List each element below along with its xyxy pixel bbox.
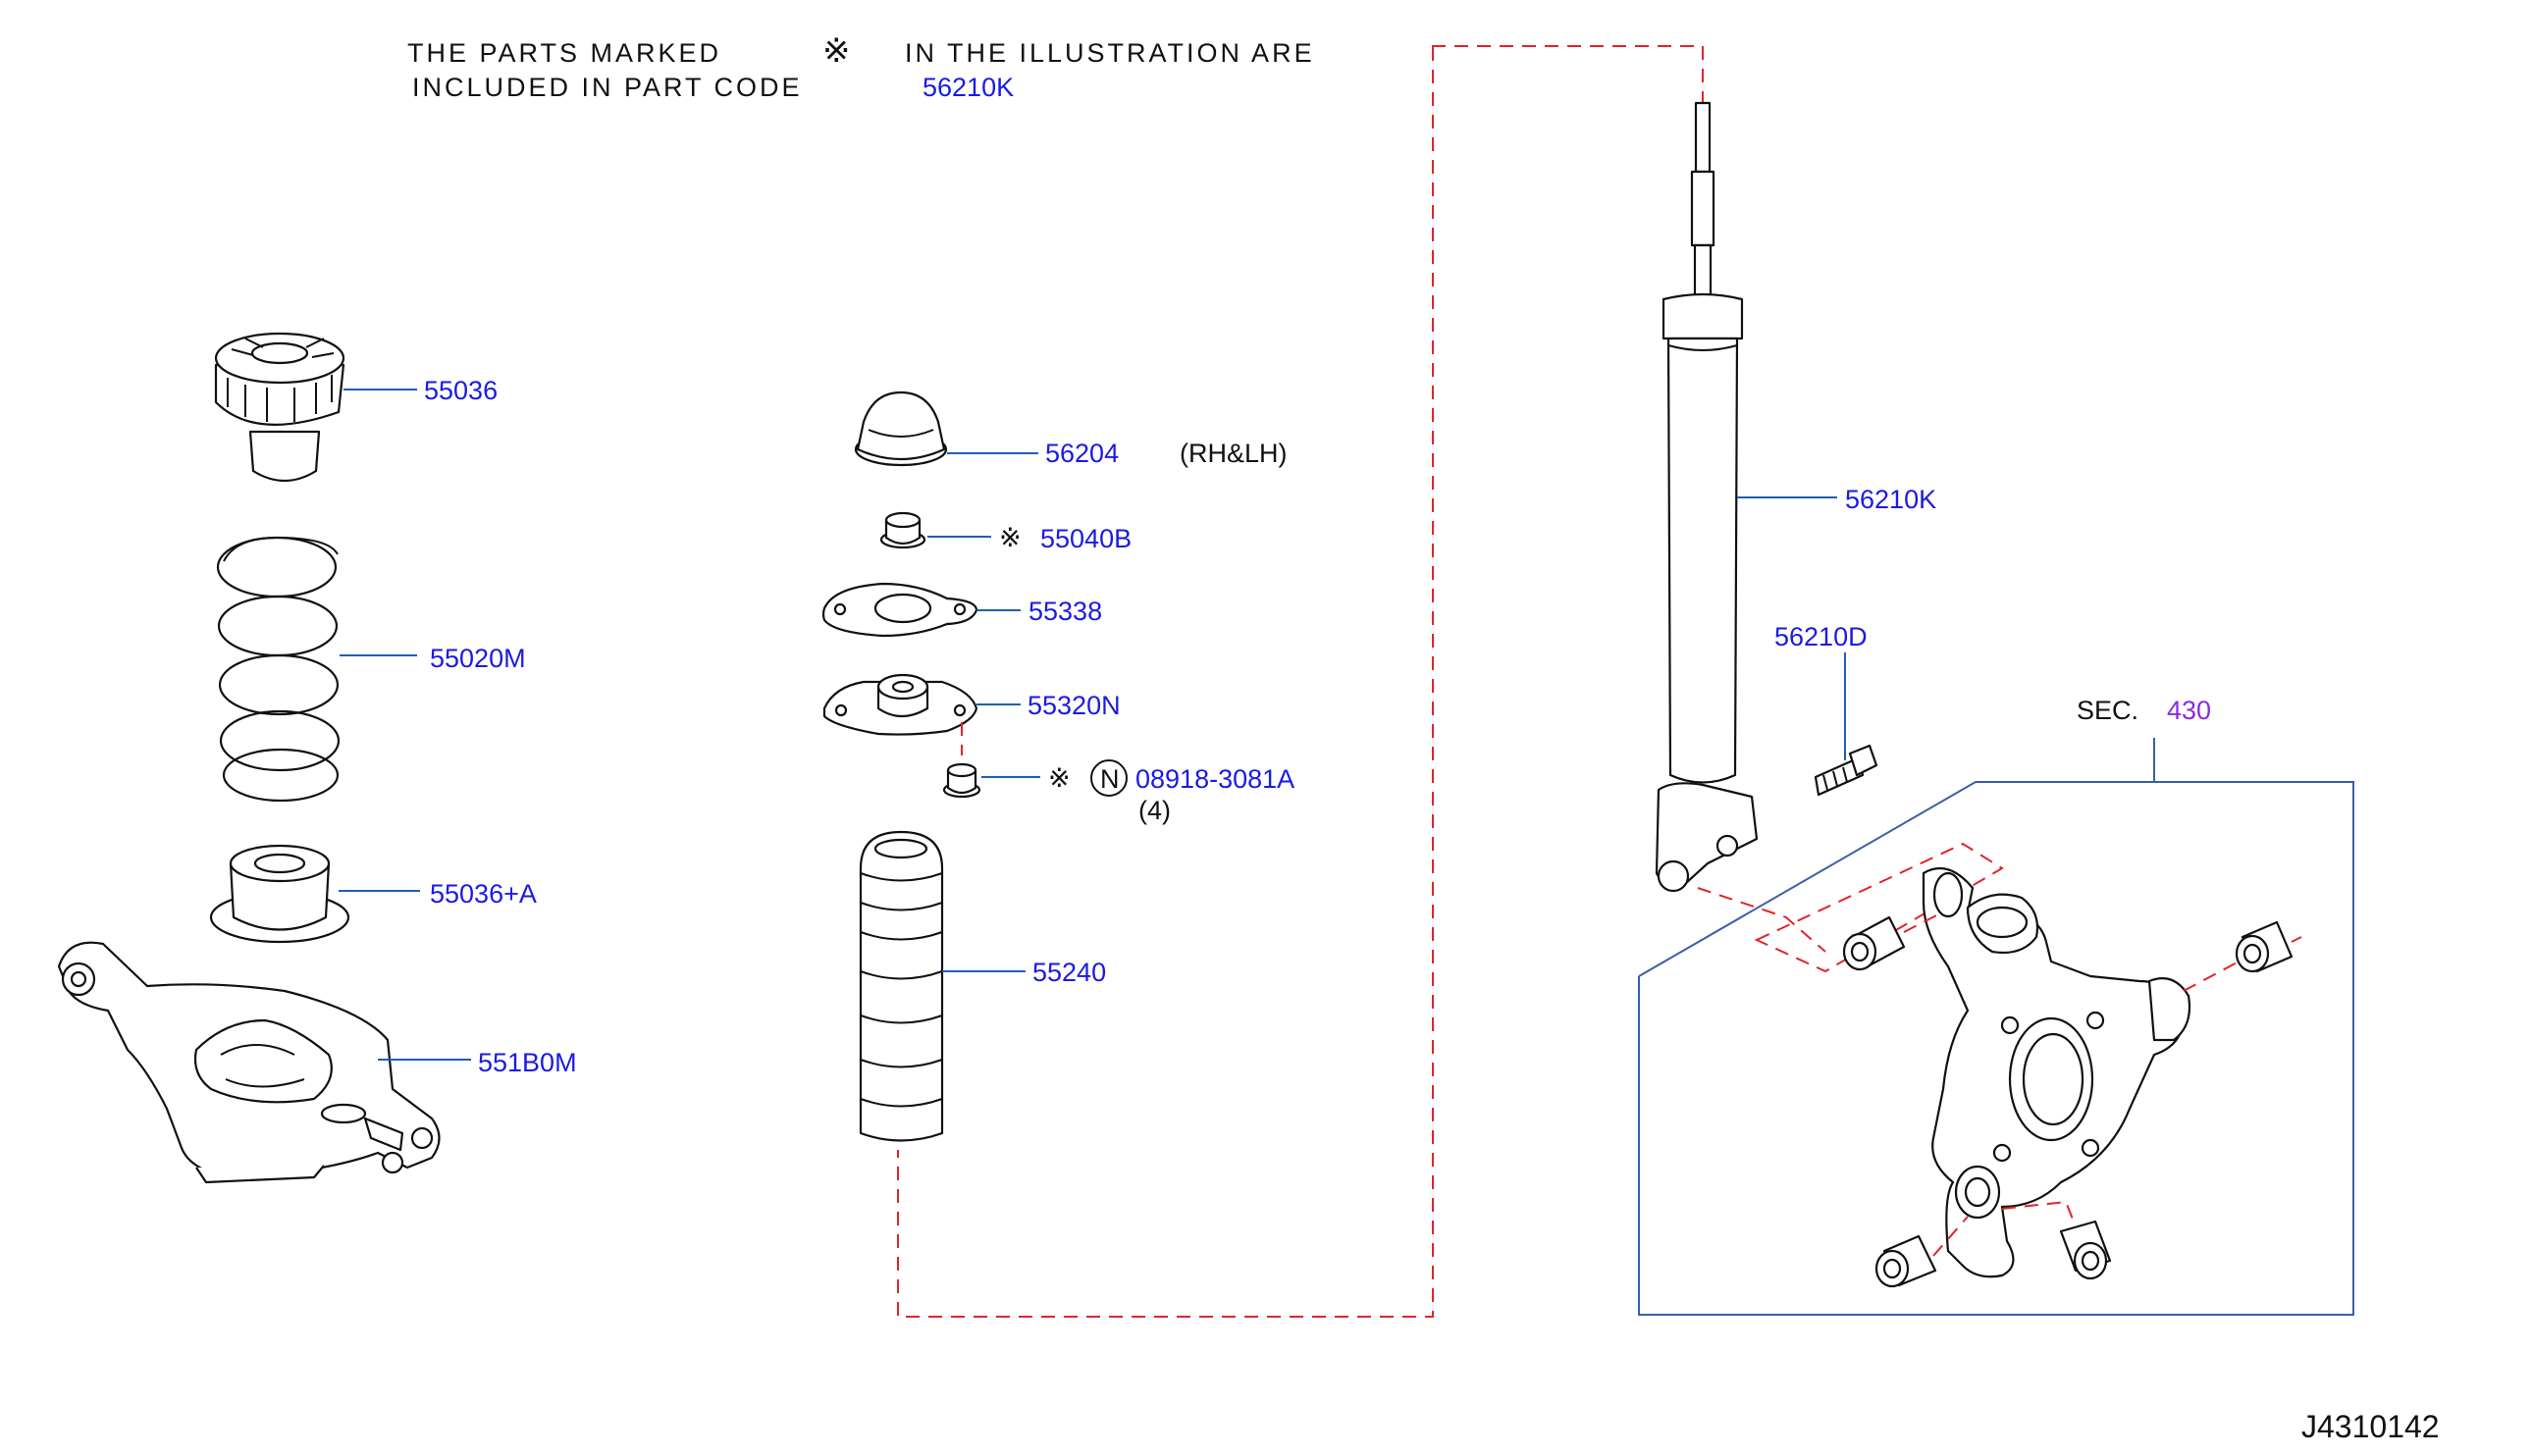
header-note: THE PARTS MARKED ※ IN THE ILLUSTRATION A…	[407, 32, 1315, 102]
label-56210K[interactable]: 56210K	[1845, 485, 1936, 514]
coil-spring	[216, 536, 417, 803]
mount-nut	[942, 762, 1040, 799]
label-55040B[interactable]: 55040B	[1040, 524, 1132, 553]
n-symbol: N	[1100, 764, 1120, 794]
label-55020M[interactable]: 55020M	[430, 644, 526, 673]
bushing-lower-right	[2001, 1200, 2112, 1280]
dust-cap	[854, 390, 1038, 467]
label-55240[interactable]: 55240	[1032, 958, 1106, 987]
label-08918-3081A[interactable]: 08918-3081A	[1135, 764, 1294, 794]
header-mark: ※	[822, 32, 854, 70]
qty-08918: (4)	[1138, 796, 1171, 825]
lower-spring-seat	[209, 844, 420, 944]
label-55036A[interactable]: 55036+A	[430, 879, 537, 909]
bushing-upper-left	[1842, 913, 1939, 971]
mark-55040B: ※	[999, 523, 1022, 552]
section-430-box	[1638, 738, 2354, 1316]
section-number[interactable]: 430	[2167, 696, 2211, 725]
header-line2: INCLUDED IN PART CODE	[412, 73, 803, 102]
header-line1-b: IN THE ILLUSTRATION ARE	[905, 38, 1315, 68]
kit-boundary	[897, 45, 1704, 1318]
upper-nut	[879, 511, 991, 549]
bushing-lower-left	[1874, 1216, 1969, 1288]
section-outline	[1638, 781, 2354, 1316]
bump-stopper	[859, 830, 1026, 1142]
bushings	[1842, 913, 2302, 1288]
label-55338[interactable]: 55338	[1029, 597, 1102, 626]
upper-spring-seat	[214, 332, 417, 482]
strut-mount	[822, 673, 1021, 755]
mount-insulator	[821, 582, 1021, 638]
section-prefix: SEC.	[2077, 696, 2138, 725]
bushing-right	[2183, 920, 2302, 992]
rear-knuckle	[1697, 842, 2191, 1278]
kit-boundary-top	[1432, 45, 1704, 103]
diagram-id: J4310142	[2301, 1409, 2440, 1444]
shock-absorber	[1655, 101, 1837, 893]
mark-08918: ※	[1048, 763, 1071, 793]
header-line1-a: THE PARTS MARKED	[407, 38, 721, 68]
shock-bolt	[1814, 652, 1878, 797]
lower-link	[57, 941, 471, 1184]
label-55320N[interactable]: 55320N	[1028, 691, 1121, 720]
header-code[interactable]: 56210K	[923, 73, 1014, 102]
label-56204[interactable]: 56204	[1045, 439, 1119, 468]
label-56210D[interactable]: 56210D	[1774, 622, 1868, 651]
note-rh-lh: (RH&LH)	[1180, 439, 1288, 468]
n-symbol-circle	[1090, 759, 1128, 797]
label-55036[interactable]: 55036	[424, 376, 498, 405]
kit-boundary-side	[897, 47, 1434, 1318]
label-551B0M[interactable]: 551B0M	[478, 1048, 577, 1077]
